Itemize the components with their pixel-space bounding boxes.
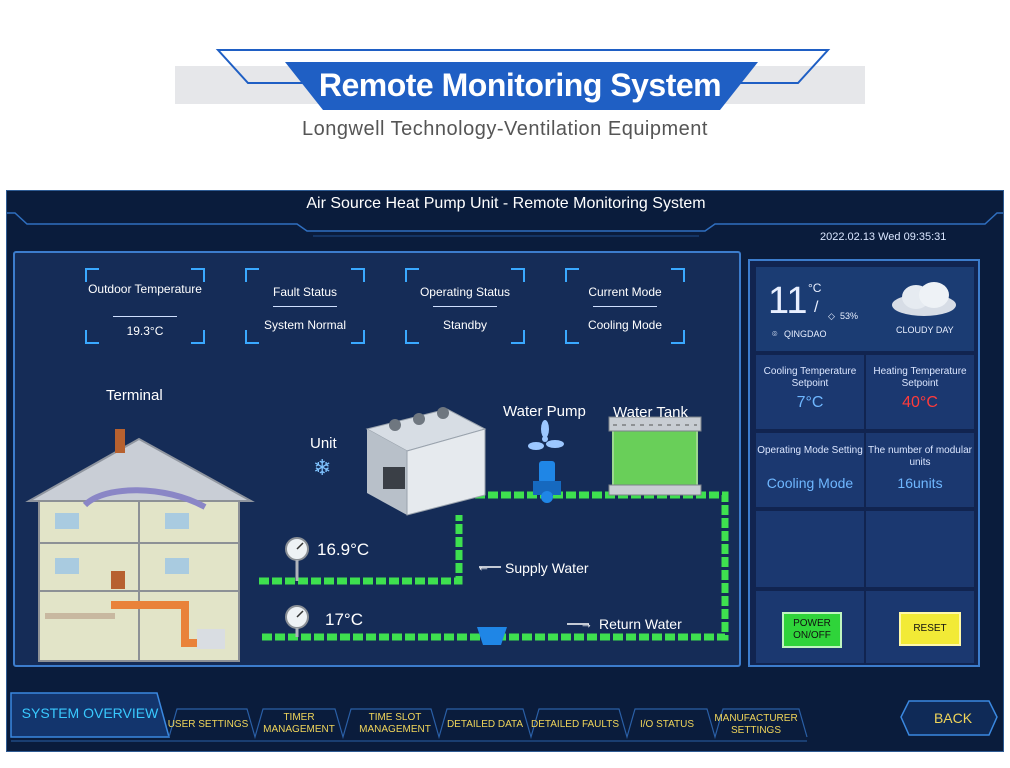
reset-button[interactable]: RESET [899,612,961,646]
supply-temperature: 16.9°C [317,540,370,559]
status-value: Standby [442,318,488,332]
supply-gauge [285,537,309,581]
weather-card: 11 °C / ◇ 53% ⌾ QINGDAO CLOUDY DAY [756,267,974,351]
return-arrow-icon: → [580,616,593,631]
datetime: 2022.02.13 Wed 09:35:31 [820,231,947,243]
system-diagram [25,407,729,662]
status-label: Outdoor Temperature [88,282,202,296]
setting-value: 16units [897,475,943,491]
cloud-icon [892,282,956,316]
house-illustration [25,429,255,662]
unit-label: Unit [310,435,337,452]
humidity-icon: ◇ [828,311,835,321]
operating-mode-cell[interactable]: Operating Mode Setting Cooling Mode [756,433,864,507]
fault-status-box: Fault Status System Normal [245,268,365,344]
banner-subtitle: Longwell Technology-Ventilation Equipmen… [302,118,708,140]
nav-frame [10,692,998,742]
water-tank-label: Water Tank [613,404,689,421]
overview-panel: Outdoor Temperature 19.3°C Fault Status … [13,251,741,667]
weather-city: QINGDAO [784,329,827,339]
setting-value: 7°C [796,394,824,411]
nav-manufacturer-settings[interactable]: MANUFACTURER SETTINGS [714,713,798,736]
power-button[interactable]: POWER ON/OFF [782,612,842,648]
terminal-label: Terminal [106,387,163,404]
hmi-screen: Air Source Heat Pump Unit - Remote Monit… [6,190,1004,752]
heat-pump-unit [365,407,487,516]
supply-water-label: Supply Water [505,560,589,576]
weather-unit: °C [808,281,822,295]
weather-humidity: 53% [840,311,859,321]
setting-value: Cooling Mode [766,475,854,491]
supply-arrow-icon: ← [477,559,490,574]
return-gauge [285,605,309,637]
bottom-navigation: SYSTEM OVERVIEW USER SETTINGS TIMER MANA… [7,687,1003,751]
banner-title: Remote Monitoring System [318,67,722,103]
settings-panel: 11 °C / ◇ 53% ⌾ QINGDAO CLOUDY DAY Cooli… [748,259,980,667]
nav-timer-management[interactable]: TIMER MANAGEMENT [263,712,335,735]
outdoor-temperature-box: Outdoor Temperature 19.3°C [85,268,205,344]
water-pipes [259,491,729,641]
empty-cell [756,511,864,587]
setting-label: Operating Mode Setting [757,445,863,456]
location-pin-icon: ⌾ [772,329,778,339]
nav-time-slot-management[interactable]: TIME SLOT MANAGEMENT [359,712,431,735]
heating-setpoint-cell[interactable]: Heating Temperature Setpoint 40°C [866,355,974,429]
water-pump-label: Water Pump [503,403,586,420]
return-water-label: Return Water [599,616,682,632]
setting-label: Cooling Temperature Setpoint [763,366,857,389]
screen-title: Air Source Heat Pump Unit - Remote Monit… [306,195,706,212]
back-button[interactable]: BACK [933,710,973,726]
water-tank [608,416,702,496]
nav-io-status[interactable]: I/O STATUS [639,719,695,730]
status-label: Fault Status [272,285,338,299]
status-value: System Normal [263,318,346,332]
current-mode-box: Current Mode Cooling Mode [565,268,685,344]
status-label: Current Mode [588,285,662,299]
nav-detailed-data[interactable]: DETAILED DATA [446,719,524,730]
header-frame [7,212,1003,237]
weather-temp: 11 [768,280,808,322]
return-valve [477,627,507,645]
nav-system-overview[interactable]: SYSTEM OVERVIEW [21,705,159,721]
snowflake-icon: ❄ [313,455,332,480]
nav-detailed-faults[interactable]: DETAILED FAULTS [531,719,619,730]
operating-status-box: Operating Status Standby [405,268,525,344]
empty-cell [866,511,974,587]
cooling-setpoint-cell[interactable]: Cooling Temperature Setpoint 7°C [756,355,864,429]
status-value: Cooling Mode [587,318,663,332]
water-pump [533,461,561,503]
fan-icon [528,420,564,450]
setting-label: The number of modular units [868,445,972,468]
weather-condition: CLOUDY DAY [896,325,954,335]
status-label: Operating Status [419,285,511,299]
weather-slash: / [814,299,819,316]
status-value: 19.3°C [126,324,164,338]
banner-outline [215,49,831,110]
setting-label: Heating Temperature Setpoint [873,366,967,389]
return-temperature: 17°C [325,610,363,629]
modular-units-cell[interactable]: The number of modular units 16units [866,433,974,507]
setting-value: 40°C [902,394,938,411]
nav-user-settings[interactable]: USER SETTINGS [167,719,249,730]
